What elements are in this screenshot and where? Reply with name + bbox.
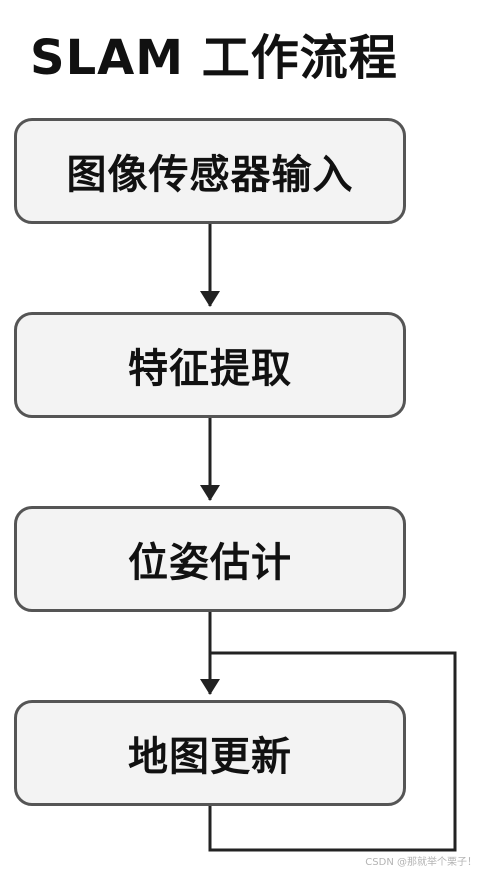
step-image-sensor-input: 图像传感器输入 xyxy=(14,118,406,224)
step-feature-extraction: 特征提取 xyxy=(14,312,406,418)
step-label: 图像传感器输入 xyxy=(66,152,354,198)
arrowhead-input-to-feature xyxy=(200,291,220,307)
step-label: 特征提取 xyxy=(128,346,292,392)
step-map-update: 地图更新 xyxy=(14,700,406,806)
step-label: 地图更新 xyxy=(128,734,292,780)
step-label: 位姿估计 xyxy=(128,540,292,586)
step-pose-estimation: 位姿估计 xyxy=(14,506,406,612)
arrowhead-feature-to-pose xyxy=(200,485,220,501)
watermark: CSDN @那就举个栗子！ xyxy=(365,857,477,868)
arrowhead-pose-to-map xyxy=(200,679,220,695)
loop-feedback-line xyxy=(208,651,457,852)
page-title: SLAM 工作流程 xyxy=(30,30,398,86)
